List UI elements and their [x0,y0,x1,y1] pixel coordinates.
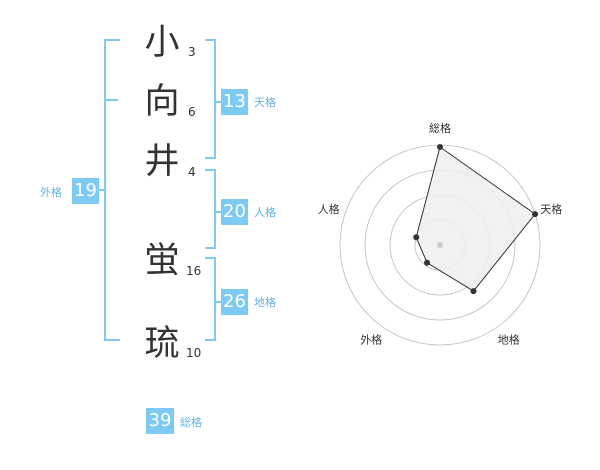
stroke-count-4: 16 [186,264,202,278]
radar-label-3: 地格 [498,333,520,347]
chikaku-bracket [205,257,216,341]
radar-label-1: 総格 [429,121,451,135]
stroke-count-5: 10 [186,346,202,360]
name-char-1: 小 [144,23,180,63]
name-char-3: 井 [144,142,180,182]
jinkaku-label: 人格 [254,206,276,219]
stroke-count-1: 3 [188,45,196,59]
radar-point-3 [470,288,477,295]
gaikaku-value-badge: 19 [72,178,99,204]
gaikaku-label: 外格 [40,186,62,199]
jinkaku-value-badge: 20 [221,199,248,225]
soukaku-value-badge: 39 [146,408,174,434]
tenkaku-bracket [205,39,216,159]
jinkaku-bracket [205,169,216,249]
stroke-count-3: 4 [188,165,196,179]
radar-point-1 [437,144,443,150]
radar-area [415,146,536,292]
chikaku-label: 地格 [254,296,276,309]
radar-point-4 [424,259,431,266]
radar-center-dot [437,242,443,248]
radar-point-5 [413,234,420,241]
radar-points [413,144,539,295]
chikaku-value-badge: 26 [221,289,248,315]
tenkaku-label: 天格 [254,96,276,109]
tenkaku-value-badge: 13 [221,89,248,115]
name-char-2: 向 [144,82,180,122]
radar-label-5: 人格 [318,202,340,216]
radar-point-2 [532,211,539,218]
soukaku-label: 総格 [180,416,202,429]
stroke-count-2: 6 [188,105,196,119]
name-char-4: 蛍 [144,241,180,281]
radar-label-4: 外格 [360,333,382,347]
name-char-5: 琉 [144,324,180,364]
radar-label-2: 天格 [540,202,562,216]
